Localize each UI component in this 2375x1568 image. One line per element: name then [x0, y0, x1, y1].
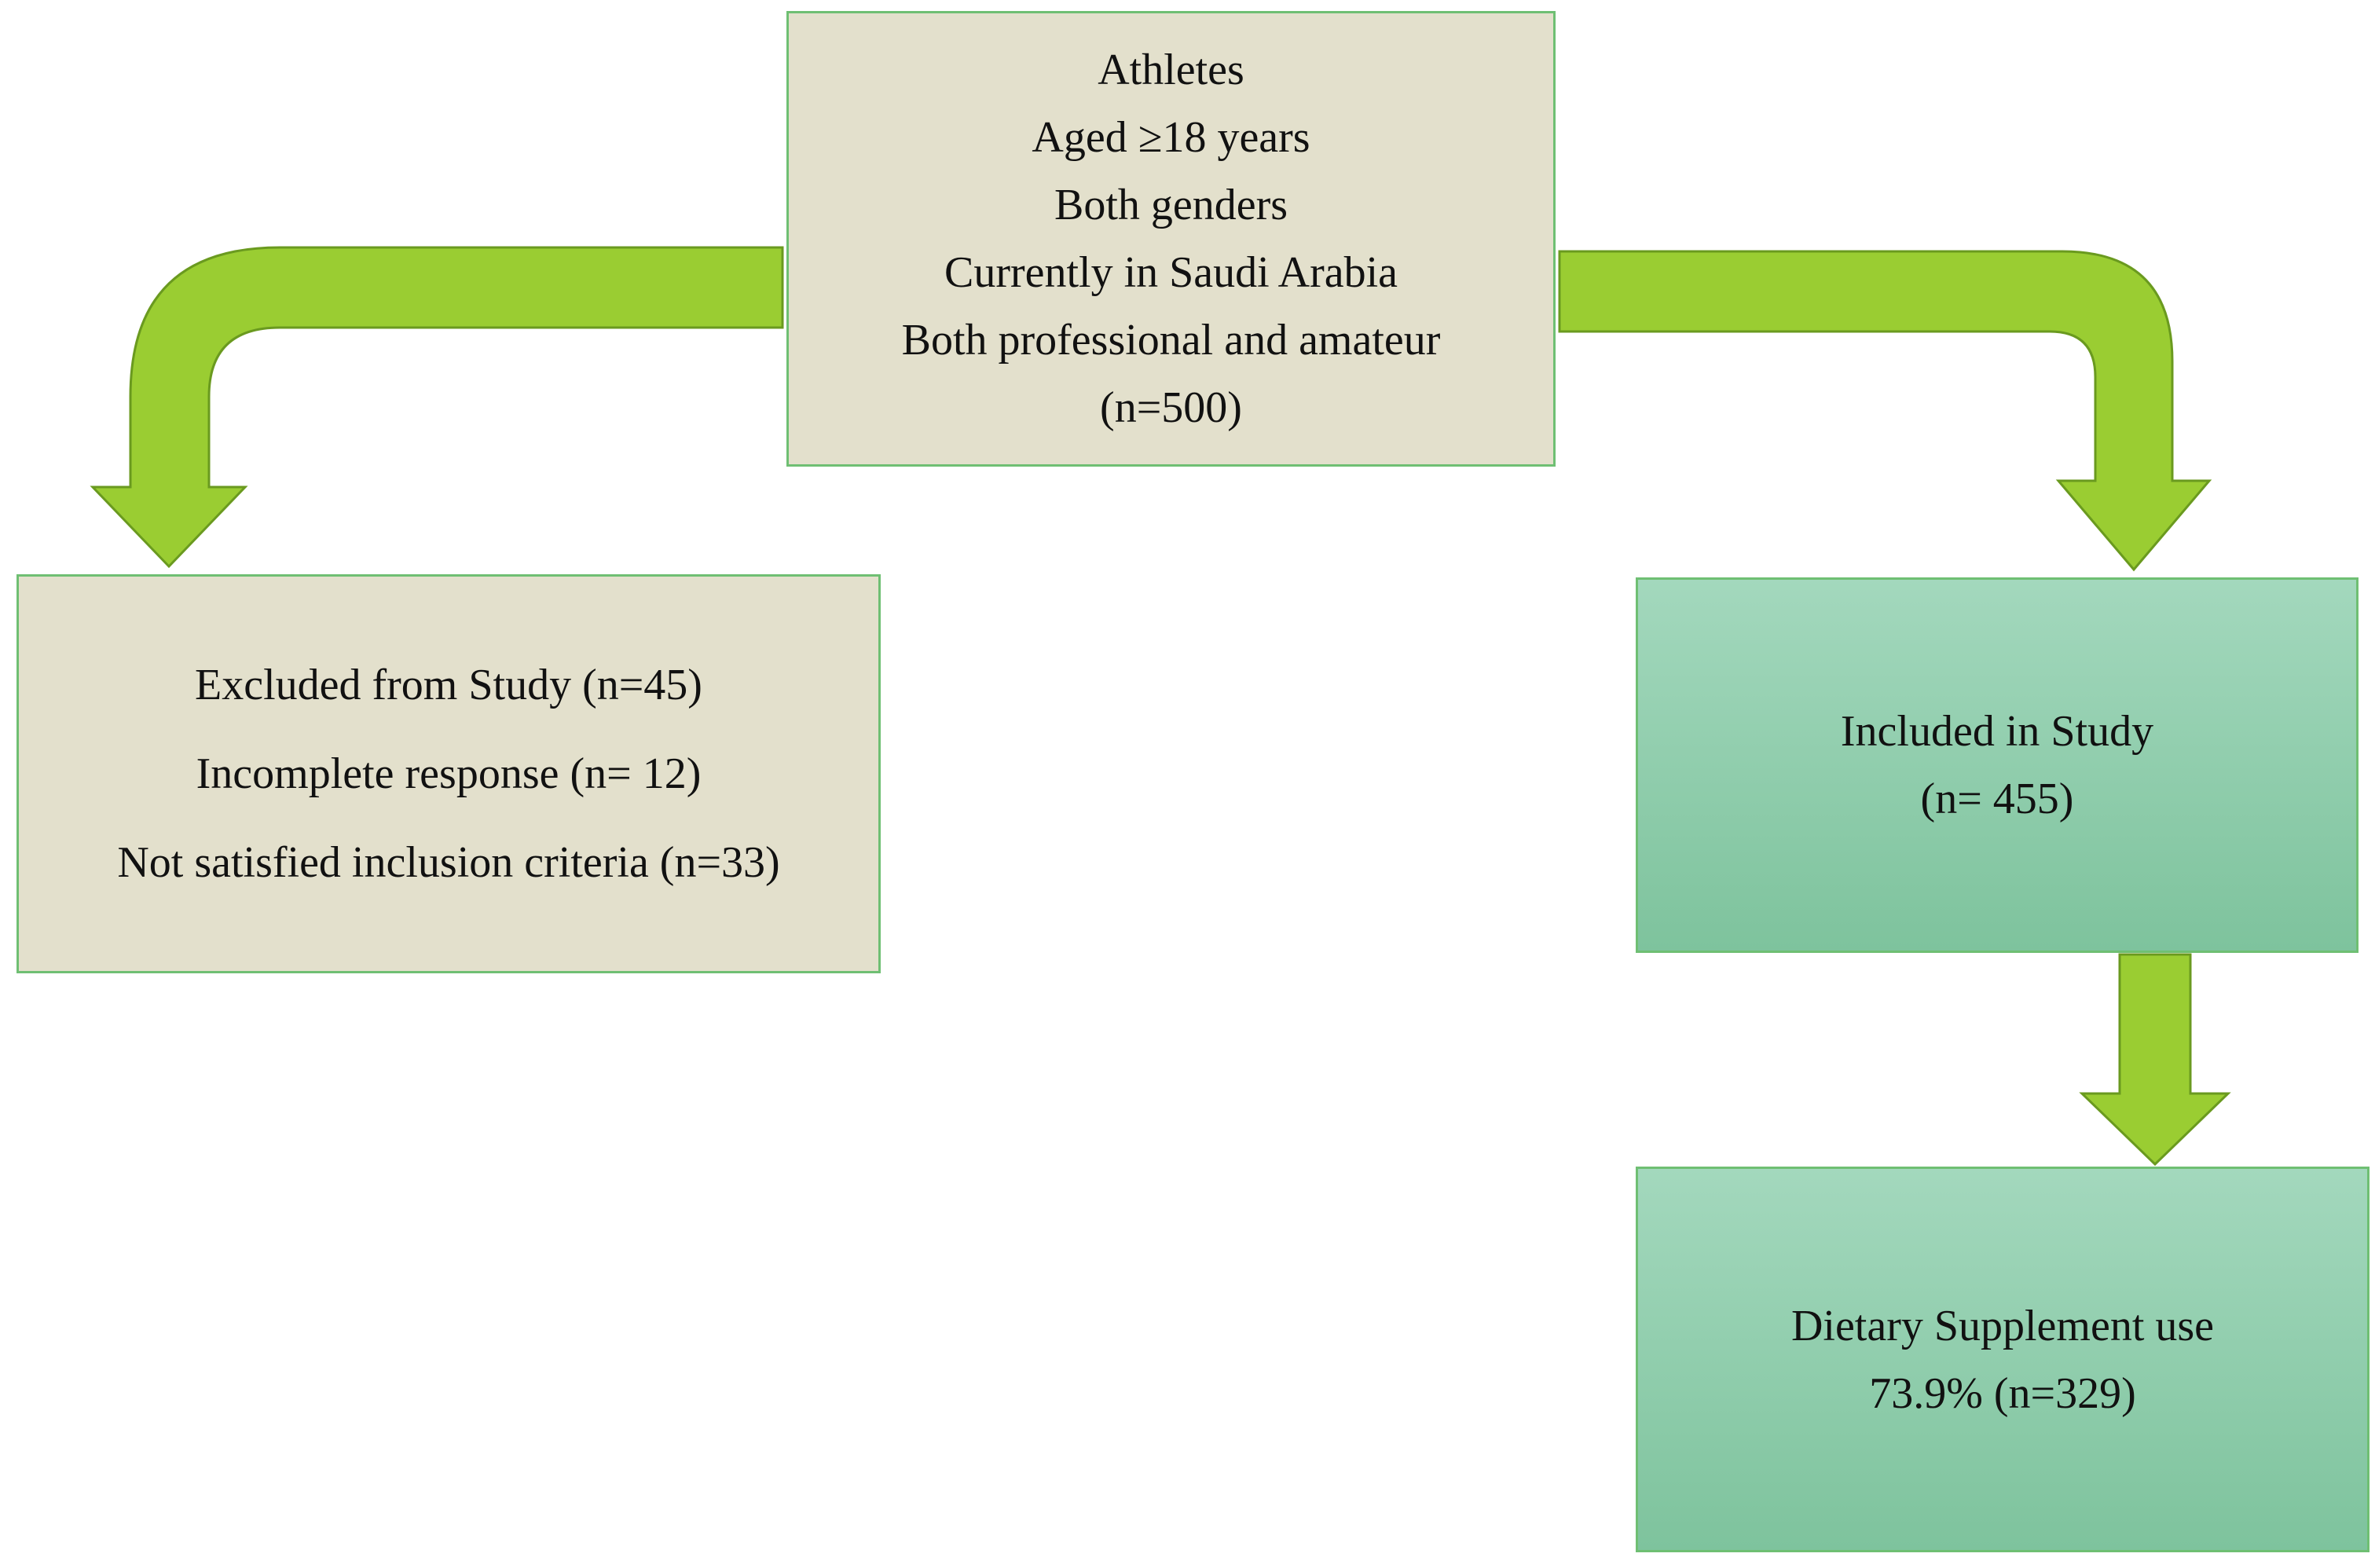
excluded-count: Excluded from Study (n=45) [195, 660, 702, 709]
gender-line: Both genders [1054, 181, 1288, 229]
incomplete-count: Incomplete response (n= 12) [196, 749, 702, 798]
location-line: Currently in Saudi Arabia [944, 248, 1398, 297]
included-count: (n= 455) [1920, 775, 2074, 823]
supplement-count: 73.9% (n=329) [1869, 1368, 2136, 1418]
total-count: (n=500) [1100, 383, 1242, 432]
age-line: Aged ≥18 years [1032, 113, 1310, 162]
supplement-box: Dietary Supplement use 73.9% (n=329) [1636, 1167, 2370, 1552]
included-label: Included in Study [1840, 707, 2154, 756]
excluded-box: Excluded from Study (n=45) Incomplete re… [16, 574, 881, 973]
included-box: Included in Study (n= 455) [1636, 577, 2359, 953]
level-line: Both professional and amateur [901, 316, 1441, 365]
athletes-line: Athletes [1098, 46, 1244, 94]
arrow-to-excluded [90, 246, 784, 569]
athletes-box: Athletes Aged ≥18 years Both genders Cur… [786, 11, 1556, 467]
supplement-label: Dietary Supplement use [1790, 1301, 2215, 1350]
arrow-to-supplement [2079, 953, 2231, 1167]
criteria-count: Not satisfied inclusion criteria (n=33) [117, 837, 780, 887]
arrow-to-included [1558, 250, 2212, 572]
